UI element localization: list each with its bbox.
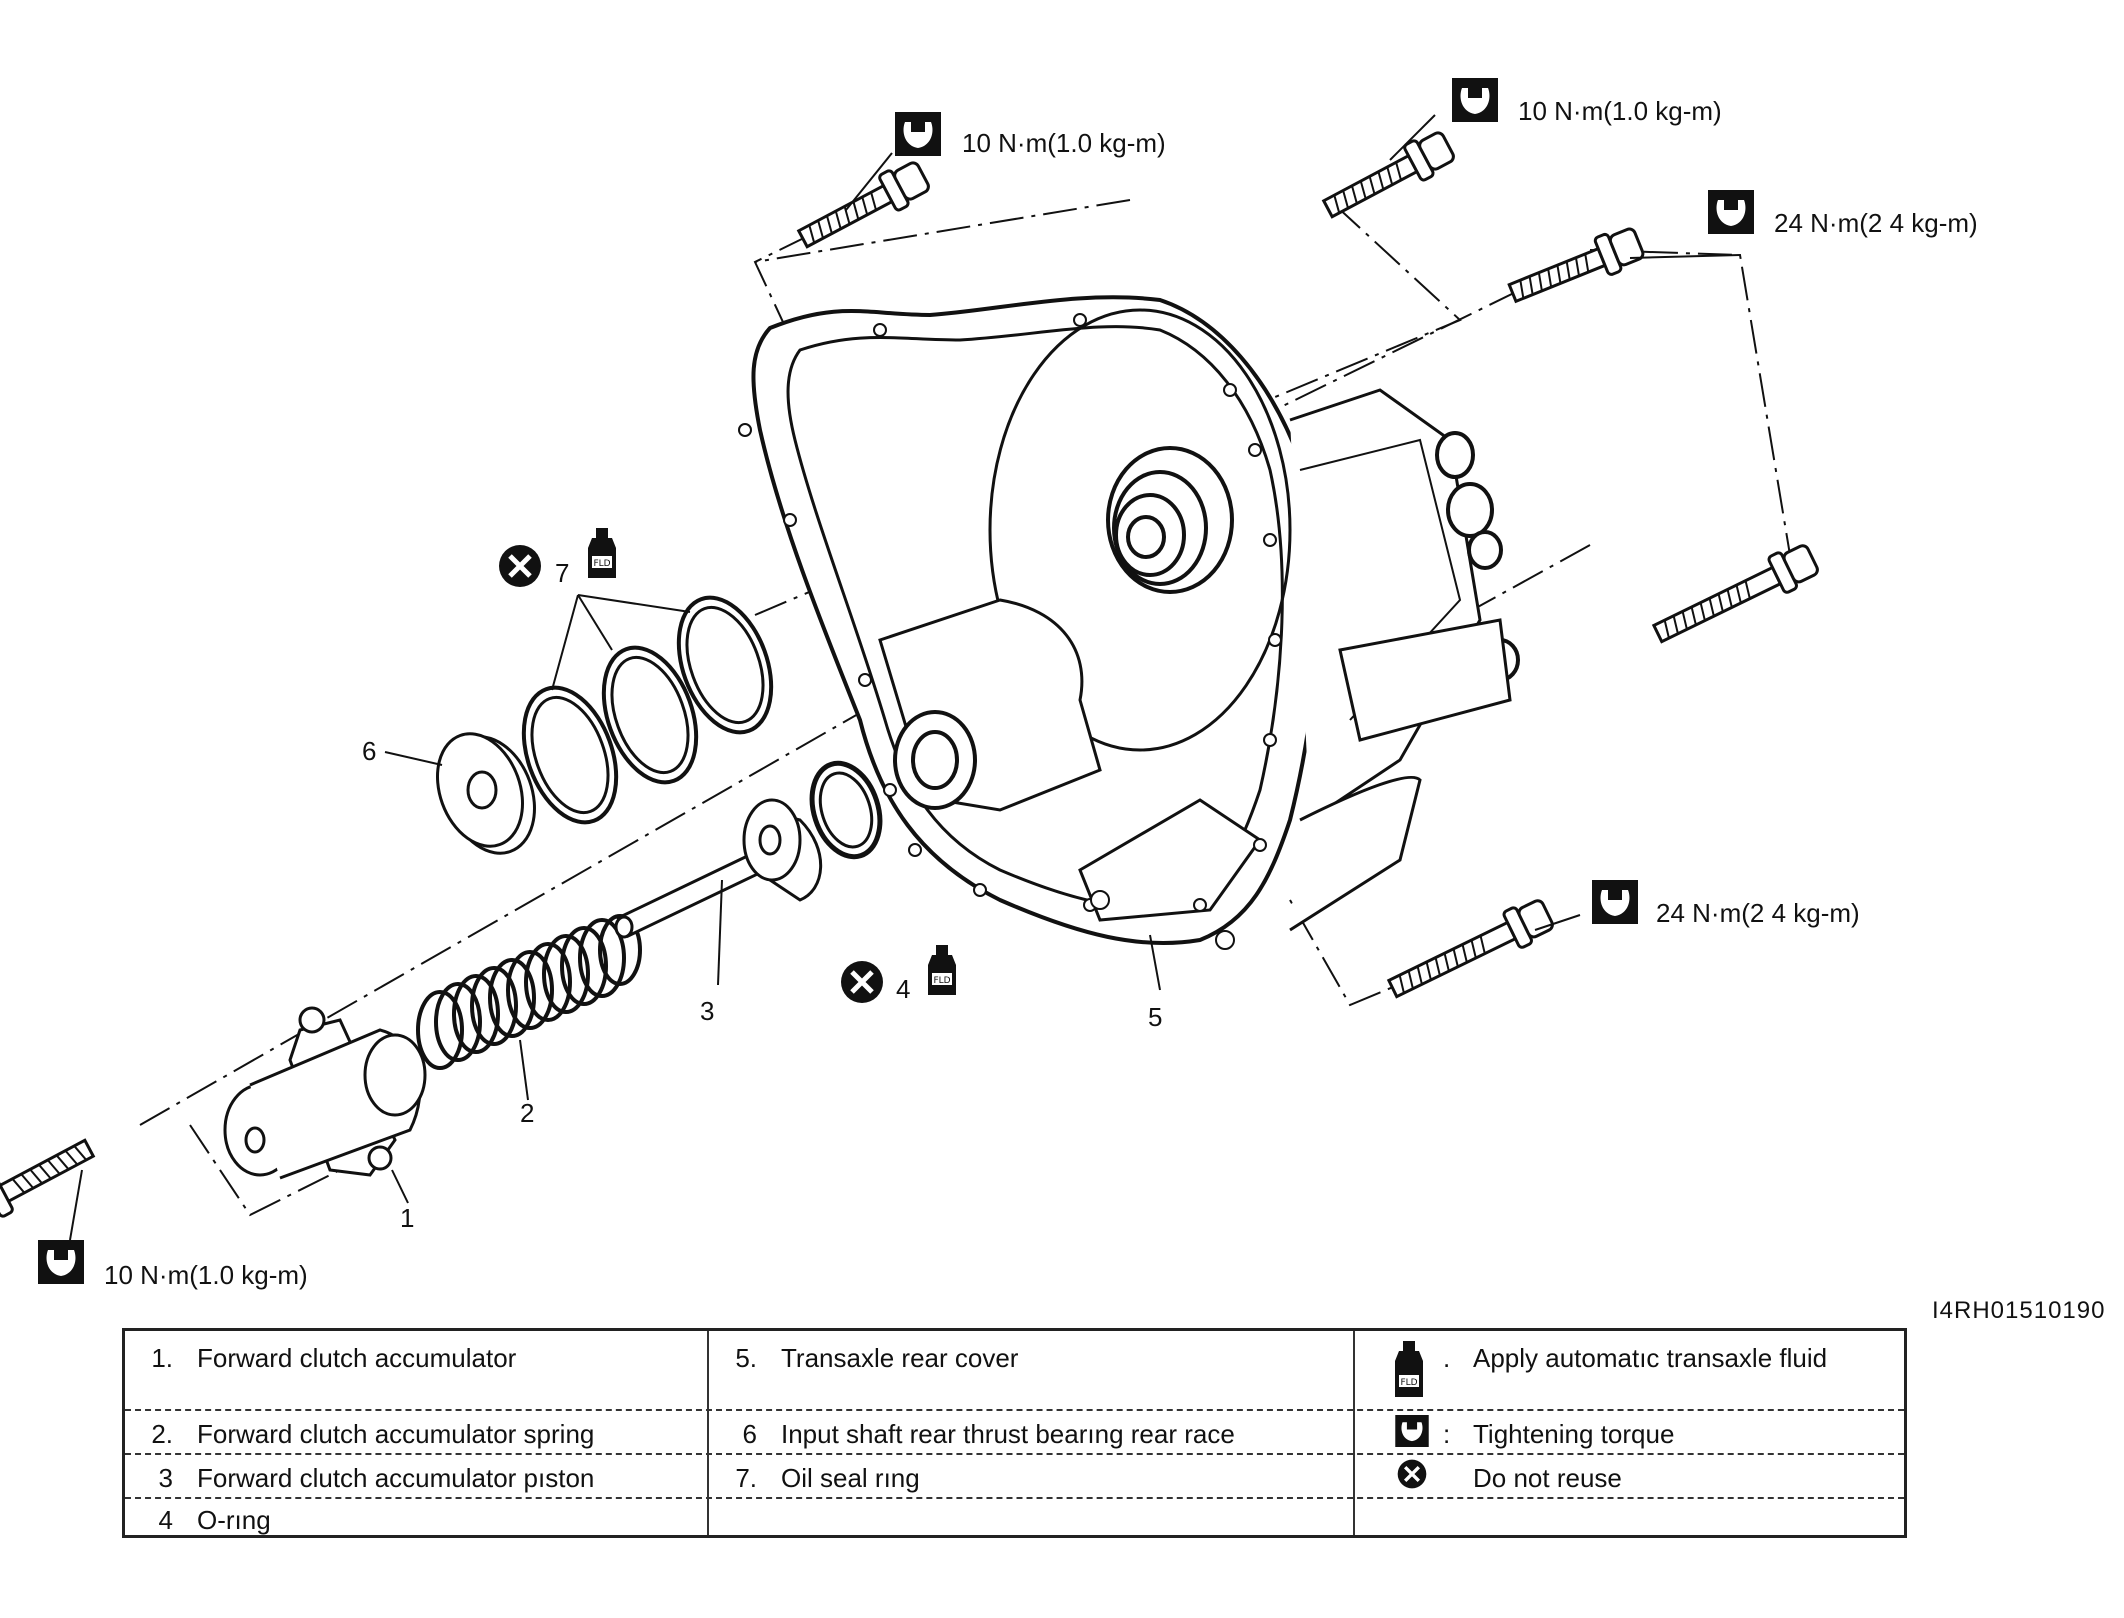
torque-label-bottom-left: 10 N·m(1.0 kg-m): [104, 1260, 308, 1290]
do-not-reuse-icon: [499, 545, 541, 587]
part-number-6: 6: [362, 736, 377, 766]
accumulator-spring: [416, 914, 642, 1070]
transaxle-rear-cover: [738, 295, 1520, 950]
o-ring: [809, 760, 883, 860]
thrust-race: [435, 732, 536, 855]
torque-label-top-center: 10 N·m(1.0 kg-m): [1518, 96, 1722, 126]
part-number-1: 1: [400, 1203, 415, 1233]
oil-seal-rings: [521, 595, 774, 825]
legend-item-7: 7.Oil seal rıng: [735, 1463, 920, 1493]
svg-text:FLD: FLD: [933, 976, 950, 986]
bolt-bottom-left: [0, 1129, 100, 1232]
bolt-right-lower: [1382, 893, 1558, 1008]
fluid-bottle-icon: FLD: [1395, 1341, 1423, 1397]
torque-wrench-icon: [1592, 880, 1638, 924]
part-number-4: 4: [896, 974, 911, 1004]
torque-label-right-upper: 24 N·m(2 4 kg-m): [1774, 208, 1978, 238]
part-number-3: 3: [700, 996, 715, 1026]
legend-item-1: 1.Forward clutch accumulator: [151, 1343, 517, 1373]
torque-wrench-icon: [1708, 190, 1754, 234]
torque-label-top-left: 10 N·m(1.0 kg-m): [962, 128, 1166, 158]
part-number-7: 7: [555, 558, 570, 588]
torque-wrench-icon: [895, 112, 941, 156]
bolt-right-upper: [1503, 222, 1648, 314]
bolt-top-left: [792, 155, 934, 258]
part-number-2: 2: [520, 1098, 535, 1128]
figure-code: I4RH01510190: [1932, 1297, 2106, 1324]
torque-wrench-icon: [1452, 78, 1498, 122]
fluid-bottle-icon: FLD: [588, 528, 616, 578]
torque-label-right-lower: 24 N·m(2 4 kg-m): [1656, 898, 1860, 928]
part-number-5: 5: [1148, 1002, 1163, 1032]
legend-fluid-text: Apply automatıc transaxle fluid: [1473, 1343, 1828, 1373]
legend-torque-text: Tightening torque: [1473, 1419, 1675, 1449]
legend-table: 1.Forward clutch accumulator 2.Forward c…: [122, 1328, 1907, 1538]
torque-wrench-icon: [38, 1240, 84, 1284]
do-not-reuse-icon: [1397, 1459, 1427, 1489]
torque-wrench-icon: [1395, 1415, 1429, 1447]
fluid-bottle-icon: FLD: [928, 945, 956, 995]
do-not-reuse-icon: [841, 961, 883, 1003]
svg-text:FLD: FLD: [1400, 1378, 1417, 1388]
accumulator-piston: [614, 798, 823, 939]
bolt-top-center: [1317, 125, 1459, 228]
exploded-view-diagram: [0, 114, 1823, 1241]
bolt-right-middle: [1647, 538, 1823, 653]
legend-item-2: 2.Forward clutch accumulator spring: [151, 1419, 595, 1449]
legend-torque-sep: :: [1443, 1419, 1451, 1449]
svg-text:FLD: FLD: [593, 559, 610, 569]
forward-clutch-accumulator: [223, 1006, 427, 1180]
legend-fluid-sep: .: [1443, 1343, 1451, 1373]
legend-item-5: 5.Transaxle rear cover: [735, 1343, 1019, 1373]
legend-reuse-text: Do not reuse: [1473, 1463, 1622, 1493]
